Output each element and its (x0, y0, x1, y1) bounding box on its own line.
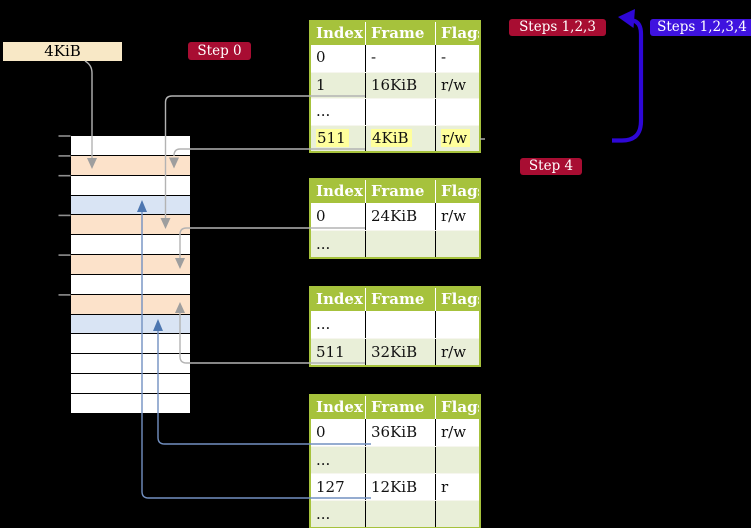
table-cell: r (435, 474, 479, 500)
highlighted-value: r/w (441, 128, 471, 147)
memory-frame-row-white (71, 334, 190, 355)
memory-frame-row-peach (71, 155, 190, 176)
table-cell (435, 501, 479, 527)
table-cell: 4KiB (365, 125, 435, 151)
column-header: Flags (435, 22, 479, 45)
page-table-level3: IndexFrameFlags 0 24KiBr/w... (309, 178, 481, 259)
memory-frame-row-white (71, 175, 190, 196)
column-header: Index (316, 182, 363, 200)
column-header: Flags (435, 180, 479, 203)
table-cell: r/w (435, 419, 479, 446)
recursive-loop-arrow (612, 18, 644, 143)
table-cell: 32KiB (365, 339, 435, 365)
table-cell: ... (316, 505, 331, 523)
column-header: Frame (365, 22, 435, 45)
table-cell: ... (316, 315, 331, 333)
table-cell: ... (316, 235, 331, 253)
column-header: Flags (435, 288, 479, 311)
table-header-row: IndexFrameFlags (311, 396, 479, 419)
memory-frame-row-blue (71, 314, 190, 335)
column-header: Frame (365, 180, 435, 203)
memory-tick-marks (58, 135, 71, 296)
column-header: Frame (365, 288, 435, 311)
table-cell (435, 447, 479, 473)
table-cell: 0 (316, 423, 326, 441)
table-header-row: IndexFrameFlags (311, 22, 479, 45)
table-row: ... (311, 500, 479, 527)
table-cell: - (435, 45, 479, 72)
memory-frame-row-white (71, 374, 190, 394)
memory-frame-row-white (71, 274, 190, 295)
table-cell: 24KiB (365, 203, 435, 230)
table-cell (365, 99, 435, 125)
table-cell: 0 (316, 48, 326, 66)
table-cell: 12KiB (365, 474, 435, 500)
table-cell: r/w (435, 72, 479, 98)
table-row: 0 -- (311, 45, 479, 72)
recursive-loop-arrowhead (618, 9, 635, 28)
table-cell: r/w (435, 125, 479, 151)
column-header: Index (316, 24, 363, 42)
memory-frame-row-blue (71, 195, 190, 216)
table-header-row: IndexFrameFlags (311, 180, 479, 203)
column-header: Index (316, 398, 363, 416)
frame-size-label: 4KiB (3, 42, 122, 61)
table-cell (365, 311, 435, 338)
column-header: Frame (365, 396, 435, 419)
table-cell: 1 (316, 75, 326, 94)
table-cell: 127 (316, 478, 345, 496)
memory-frame-row-white (71, 393, 190, 414)
table-cell: 36KiB (365, 419, 435, 446)
badge-step-4: Step 4 (520, 158, 582, 175)
column-header: Index (316, 290, 363, 308)
badge-steps-1-2-3: Steps 1,2,3 (509, 19, 606, 36)
memory-frame-row-white (71, 136, 190, 156)
memory-frame-row-peach (71, 255, 190, 275)
highlighted-value: 4KiB (371, 128, 412, 147)
table-cell: 511 (311, 126, 365, 152)
table-cell: ... (316, 102, 331, 120)
memory-frame-row-peach (71, 294, 190, 315)
memory-frame-row-white (71, 235, 190, 256)
physical-memory-column (71, 136, 190, 414)
column-header: Flags (435, 396, 479, 419)
table-row: ... (311, 446, 479, 473)
table-cell: r/w (435, 203, 479, 230)
badge-steps-1-2-3-4: Steps 1,2,3,4 (650, 19, 751, 36)
badge-step-0: Step 0 (188, 42, 251, 60)
table-header-row: IndexFrameFlags (311, 288, 479, 311)
memory-frame-row-peach (71, 215, 190, 236)
table-cell: ... (316, 451, 331, 469)
table-row: ... (311, 311, 479, 338)
table-cell (365, 501, 435, 527)
table-cell (435, 231, 479, 257)
table-row: 511 4KiB r/w (311, 124, 479, 152)
table-cell: 0 (316, 207, 326, 225)
table-cell: r/w (435, 339, 479, 365)
table-cell: 16KiB (365, 72, 435, 98)
table-row: ... (311, 98, 479, 125)
table-cell (435, 99, 479, 125)
highlighted-value: 511 (316, 128, 349, 147)
table-cell: - (365, 45, 435, 72)
table-cell (365, 447, 435, 473)
memory-frame-row-white (71, 354, 190, 375)
table-cell: 511 (316, 343, 345, 361)
table-cell (365, 231, 435, 257)
table-row: ... (311, 230, 479, 257)
table-cell (435, 311, 479, 338)
